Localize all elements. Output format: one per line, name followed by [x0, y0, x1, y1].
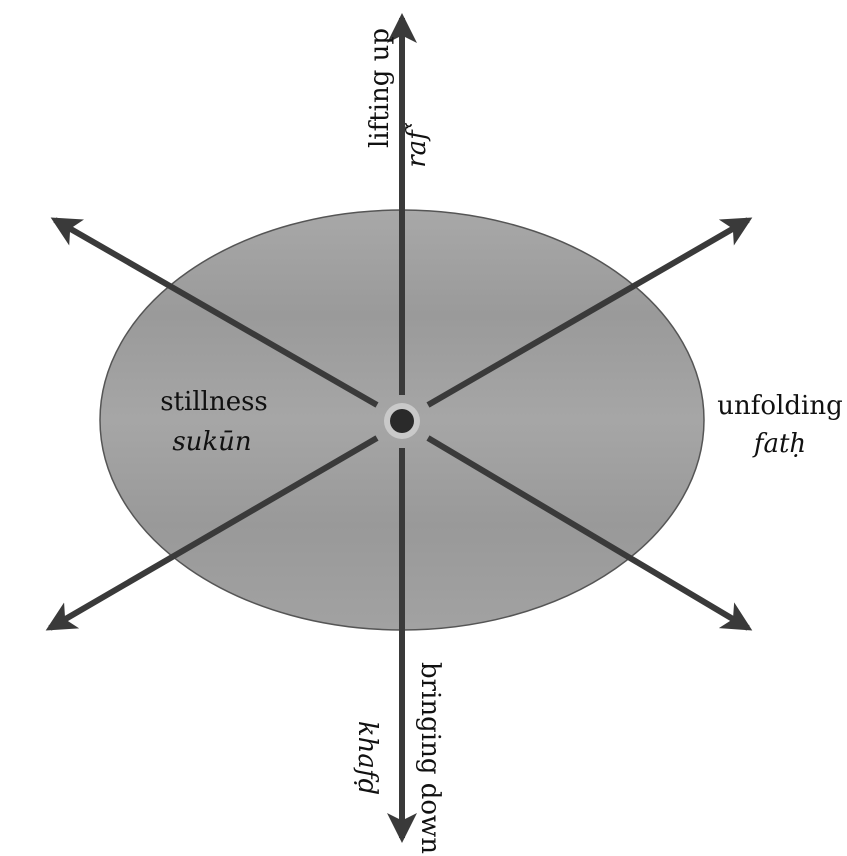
arrow-lower-left [45, 435, 379, 631]
label-sukun: sukūn [172, 427, 251, 457]
label-fath: fatḥ [752, 429, 806, 459]
arrow-upper-left [50, 217, 379, 408]
arrow-upper-right [426, 217, 753, 408]
label-khafd: khafḍ [352, 721, 382, 795]
arrow-lower-right [426, 435, 753, 631]
center-dot [390, 409, 414, 433]
label-bringing-down: bringing down [415, 662, 445, 854]
label-raf: rafʿ [402, 122, 432, 168]
label-stillness: stillness [160, 387, 268, 417]
label-unfolding: unfolding [717, 391, 842, 421]
label-lifting-up: lifting up [365, 28, 395, 148]
